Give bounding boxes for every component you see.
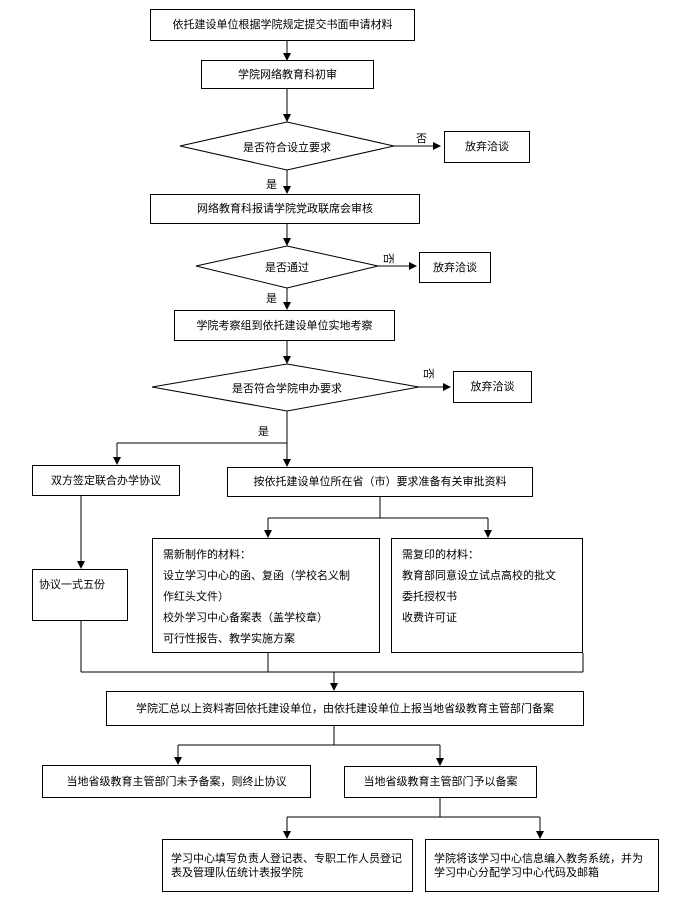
step-committee-review: 网络教育科报请学院党政联席会审核 — [150, 194, 420, 224]
label-yes-1: 是 — [266, 178, 277, 191]
step-submit-for-filing: 学院汇总以上资料寄回依托建设单位，由依托建设单位上报当地省级教育主管部门备案 — [106, 691, 584, 726]
copy-materials-line: 收费许可证 — [402, 611, 457, 624]
decision-1-text: 是否符合设立要求 — [243, 141, 331, 154]
copy-materials-box: 需复印的材料： 教育部同意设立试点高校的批文 委托授权书 收费许可证 — [391, 538, 583, 653]
new-materials-title: 需新制作的材料： — [163, 548, 251, 561]
abandon-box-3: 放弃洽谈 — [453, 371, 532, 403]
copy-materials-line: 教育部同意设立试点高校的批文 — [402, 569, 556, 582]
step-five-copies: 协议一式五份 — [32, 569, 128, 621]
label-yes-2: 是 — [266, 292, 277, 305]
copy-materials-line: 委托授权书 — [402, 590, 457, 603]
label-yes-3: 是 — [258, 425, 269, 438]
step-center-registration: 学习中心填写负责人登记表、专职工作人员登记表及管理队伍统计表报学院 — [162, 839, 413, 892]
new-materials-line: 可行性报告、教学实施方案 — [163, 632, 295, 645]
new-materials-line: 设立学习中心的函、复函（学校名义制 — [163, 569, 350, 582]
step-sign-agreement: 双方签定联合办学协议 — [32, 465, 180, 496]
label-no-1: 否 — [416, 132, 427, 145]
new-materials-line: 作红头文件） — [163, 590, 229, 603]
decision-3-text: 是否符合学院申办要求 — [232, 382, 342, 395]
label-no-2: 否 — [382, 253, 395, 264]
new-materials-box: 需新制作的材料： 设立学习中心的函、复函（学校名义制 作红头文件） 校外学习中心… — [152, 538, 380, 653]
decision-2-text: 是否通过 — [265, 261, 309, 274]
step-initial-review: 学院网络教育科初审 — [201, 60, 374, 89]
new-materials-line: 校外学习中心备案表（盖学校章） — [163, 611, 328, 624]
step-prepare-materials: 按依托建设单位所在省（市）要求准备有关审批资料 — [227, 467, 533, 497]
abandon-box-1: 放弃洽谈 — [444, 131, 530, 163]
copy-materials-title: 需复印的材料： — [402, 548, 479, 561]
decision-diamond-3 — [151, 363, 420, 412]
step-system-entry: 学院将该学习中心信息编入教务系统，并为学习中心分配学习中心代码及邮箱 — [425, 839, 659, 892]
outcome-filed: 当地省级教育主管部门予以备案 — [344, 766, 537, 798]
decision-diamond-1 — [179, 121, 395, 171]
abandon-box-2: 放弃洽谈 — [419, 252, 491, 283]
outcome-not-filed: 当地省级教育主管部门未予备案，则终止协议 — [42, 765, 311, 798]
step-submit-application: 依托建设单位根据学院规定提交书面申请材料 — [150, 9, 415, 41]
step-site-inspection: 学院考察组到依托建设单位实地考察 — [174, 310, 395, 341]
decision-diamond-2 — [195, 245, 379, 289]
label-no-3: 否 — [422, 368, 435, 379]
